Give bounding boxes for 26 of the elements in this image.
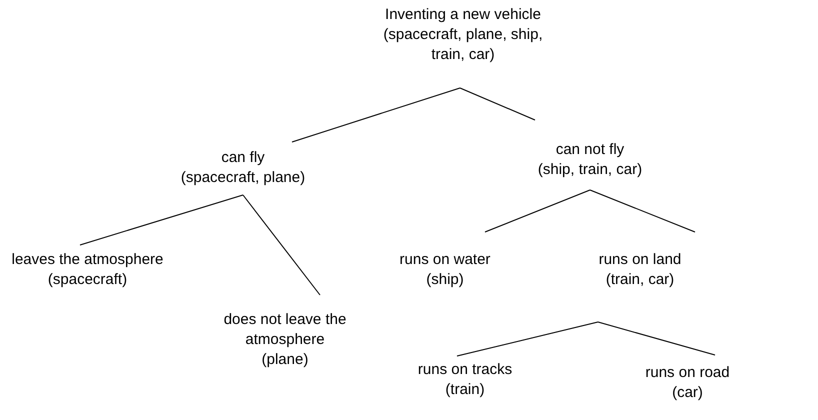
connector-line bbox=[456, 322, 598, 356]
node-label: (plane) bbox=[262, 350, 308, 370]
connector-line bbox=[460, 88, 536, 120]
connector-line bbox=[598, 322, 716, 356]
connector-line bbox=[484, 190, 590, 232]
node-label: (spacecraft, plane) bbox=[180, 168, 306, 188]
connector-line bbox=[590, 190, 696, 232]
node-label: runs on road bbox=[645, 363, 730, 383]
node-label: can not fly bbox=[556, 140, 624, 160]
node-label: (spacecraft, plane, ship, train, car) bbox=[382, 25, 544, 65]
node-label: (ship, train, car) bbox=[538, 160, 642, 180]
connector-line bbox=[292, 88, 460, 142]
node-label: does not leave the atmosphere bbox=[222, 310, 348, 350]
node-label: (spacecraft) bbox=[48, 270, 128, 290]
node-label: Inventing a new vehicle bbox=[385, 5, 541, 25]
node-label: runs on land bbox=[598, 250, 682, 270]
node-label: can fly bbox=[221, 148, 265, 168]
node-label: (train, car) bbox=[606, 270, 674, 290]
node-label: (train) bbox=[445, 380, 485, 400]
connector-line bbox=[80, 194, 244, 246]
connector-line bbox=[242, 194, 320, 296]
node-label: (ship) bbox=[426, 270, 464, 290]
node-label: (car) bbox=[672, 383, 703, 403]
node-label: runs on water bbox=[400, 250, 490, 270]
node-label: runs on tracks bbox=[418, 360, 512, 380]
node-label: leaves the atmosphere bbox=[12, 250, 164, 270]
